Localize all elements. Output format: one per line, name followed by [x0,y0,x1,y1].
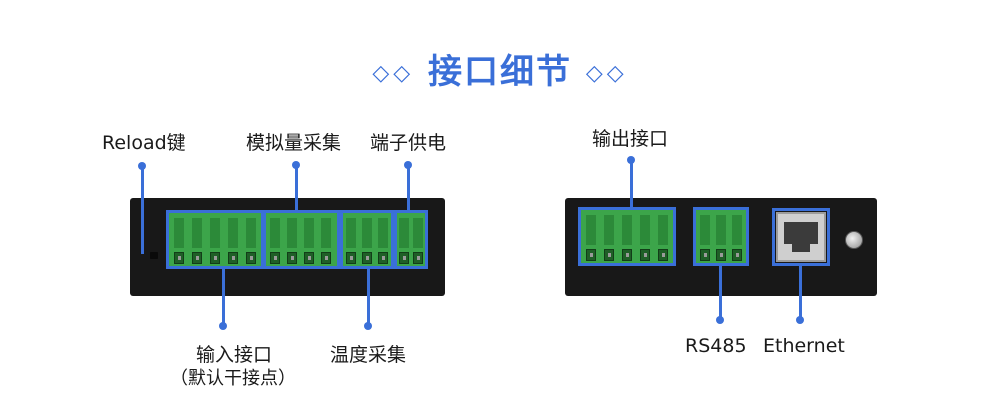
output-label: 输出接口 [592,128,669,150]
output-interface-highlight [578,207,676,266]
callout-line [295,165,298,211]
temperature-interface-highlight [340,210,394,269]
callout-line [141,166,144,254]
analog-interface-highlight [263,210,340,269]
diamond-decoration-left-icon: ◇◇ [372,61,415,86]
callout-line [630,160,633,208]
ground-screw-icon [845,231,863,249]
input-sublabel: （默认干接点） [170,368,296,389]
reload-button-hole[interactable] [150,252,158,259]
input-terminal-block [168,212,262,267]
diamond-decoration-right-icon: ◇◇ [585,61,628,86]
temperature-terminal-block [342,212,392,267]
ethernet-label: Ethernet [763,335,845,357]
page-title-text: 接口细节 [428,52,572,92]
reload-label: Reload键 [102,132,186,154]
input-interface-highlight [166,210,264,269]
output-terminal-block [580,209,674,264]
callout-line [719,265,722,317]
temperature-label: 温度采集 [330,344,407,366]
callout-line [367,268,370,323]
analog-terminal-block [265,212,338,267]
callout-line [407,165,410,211]
power-label: 端子供电 [370,132,447,154]
callout-dot [716,316,724,324]
callout-dot [796,316,804,324]
ethernet-interface-highlight [772,208,830,266]
ethernet-port [776,212,826,262]
rs485-label: RS485 [685,335,747,357]
rs485-interface-highlight [693,207,749,266]
callout-line [222,268,225,323]
power-interface-highlight [394,210,428,269]
page-title: ◇◇ 接口细节 ◇◇ [0,44,1000,93]
input-label: 输入接口 [196,344,273,366]
callout-dot [364,322,372,330]
callout-line [799,265,802,317]
callout-dot [219,322,227,330]
power-terminal-block [396,212,426,267]
analog-label: 模拟量采集 [246,132,342,154]
rs485-terminal-block [695,209,747,264]
